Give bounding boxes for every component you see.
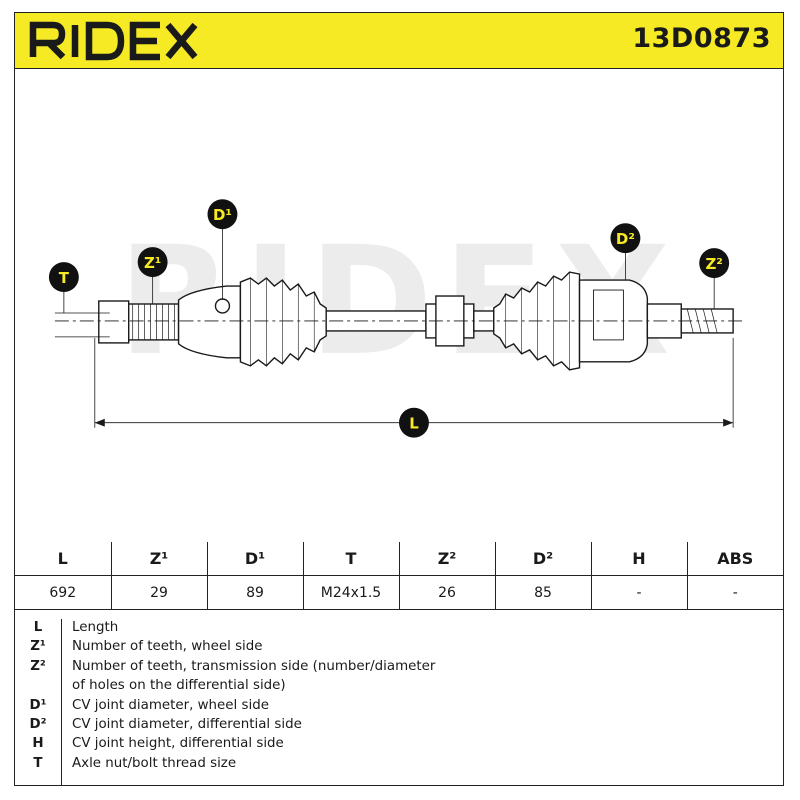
specs-header-cell: D¹ — [206, 542, 304, 576]
callout-d2: D² — [610, 223, 641, 254]
part-number: 13D0873 — [632, 23, 771, 54]
legend-key: D¹ — [29, 697, 47, 713]
callout-l: L — [399, 407, 429, 438]
legend-item: of holes on the differential side) — [15, 677, 783, 696]
specs-header-cell: T — [302, 542, 400, 576]
legend-key: Z² — [30, 658, 46, 674]
specs-value-cell: 85 — [494, 575, 592, 610]
specs-header-cell: ABS — [686, 542, 783, 576]
callout-d1: D¹ — [207, 199, 238, 230]
legend-item: T Axle nut/bolt thread size — [15, 755, 783, 774]
legend-item: Z¹ Number of teeth, wheel side — [15, 638, 783, 657]
legend-key: D² — [29, 716, 47, 732]
specs-header-cell: D² — [494, 542, 592, 576]
wheel-spline-teeth — [132, 303, 175, 340]
legend-text: Length — [72, 620, 119, 635]
specs-value-cell: - — [686, 575, 783, 610]
legend-text: Number of teeth, transmission side (numb… — [72, 658, 436, 674]
legend-key: H — [32, 736, 44, 752]
legend-item: Z² Number of teeth, transmission side (n… — [15, 658, 783, 677]
specs-header-cell: Z² — [398, 542, 496, 576]
driveshaft-drawing: RIDEX — [48, 199, 744, 438]
legend-text: CV joint diameter, differential side — [72, 716, 302, 732]
ridex-logo — [29, 21, 198, 61]
svg-text:D¹: D¹ — [213, 206, 232, 224]
specs-table: L Z¹ D¹ T Z² D² H ABS 692 29 89 M24x1.5 … — [15, 542, 783, 610]
svg-text:Z²: Z² — [705, 255, 722, 273]
legend-key: Z¹ — [30, 639, 46, 655]
specs-header-cell: Z¹ — [110, 542, 208, 576]
svg-text:L: L — [409, 415, 419, 433]
specs-value-cell: - — [590, 575, 688, 610]
legend-divider — [61, 619, 62, 785]
specs-value-cell: 89 — [206, 575, 304, 610]
outer-cv-joint — [177, 285, 242, 359]
specs-value-cell: 26 — [398, 575, 496, 610]
specs-header-cell: L — [15, 542, 112, 576]
specs-value-row: 692 29 89 M24x1.5 26 85 - - — [15, 575, 783, 610]
specs-header-cell: H — [590, 542, 688, 576]
specs-value-cell: 29 — [110, 575, 208, 610]
legend-item: D¹ CV joint diameter, wheel side — [15, 697, 783, 716]
legend-text: Axle nut/bolt thread size — [72, 755, 237, 771]
legend-item: H CV joint height, differential side — [15, 735, 783, 754]
specs-value-cell: M24x1.5 — [302, 575, 400, 610]
svg-text:D²: D² — [616, 230, 635, 248]
legend-key: T — [33, 755, 43, 771]
outer-cv-ball — [214, 298, 231, 314]
svg-text:T: T — [59, 269, 70, 287]
wheel-spline — [128, 303, 180, 341]
legend-text: CV joint diameter, wheel side — [72, 697, 269, 713]
legend-item: D² CV joint diameter, differential side — [15, 716, 783, 735]
legend-text: Number of teeth, wheel side — [72, 639, 263, 655]
callout-z1: Z¹ — [137, 247, 168, 278]
header-bar: 13D0873 — [15, 13, 783, 69]
wheel-stub — [98, 300, 130, 344]
specs-header-row: L Z¹ D¹ T Z² D² H ABS — [15, 542, 783, 576]
callout-t: T — [48, 262, 79, 293]
legend-item: L Length — [15, 619, 783, 638]
product-sheet: 13D0873 RIDEX — [14, 12, 784, 786]
l-arrow-right — [723, 418, 734, 427]
legend-text: CV joint height, differential side — [72, 736, 284, 752]
specs-value-cell: 692 — [15, 575, 112, 610]
legend-text: of holes on the differential side) — [72, 678, 286, 694]
inner-cv-tripod — [593, 289, 624, 341]
outer-boot-folds — [250, 278, 315, 366]
legend: L Length Z¹ Number of teeth, wheel side … — [15, 619, 783, 774]
svg-text:Z¹: Z¹ — [144, 254, 161, 272]
callout-z2: Z² — [699, 248, 730, 279]
legend-key: L — [33, 620, 43, 635]
l-arrow-left — [94, 418, 105, 427]
